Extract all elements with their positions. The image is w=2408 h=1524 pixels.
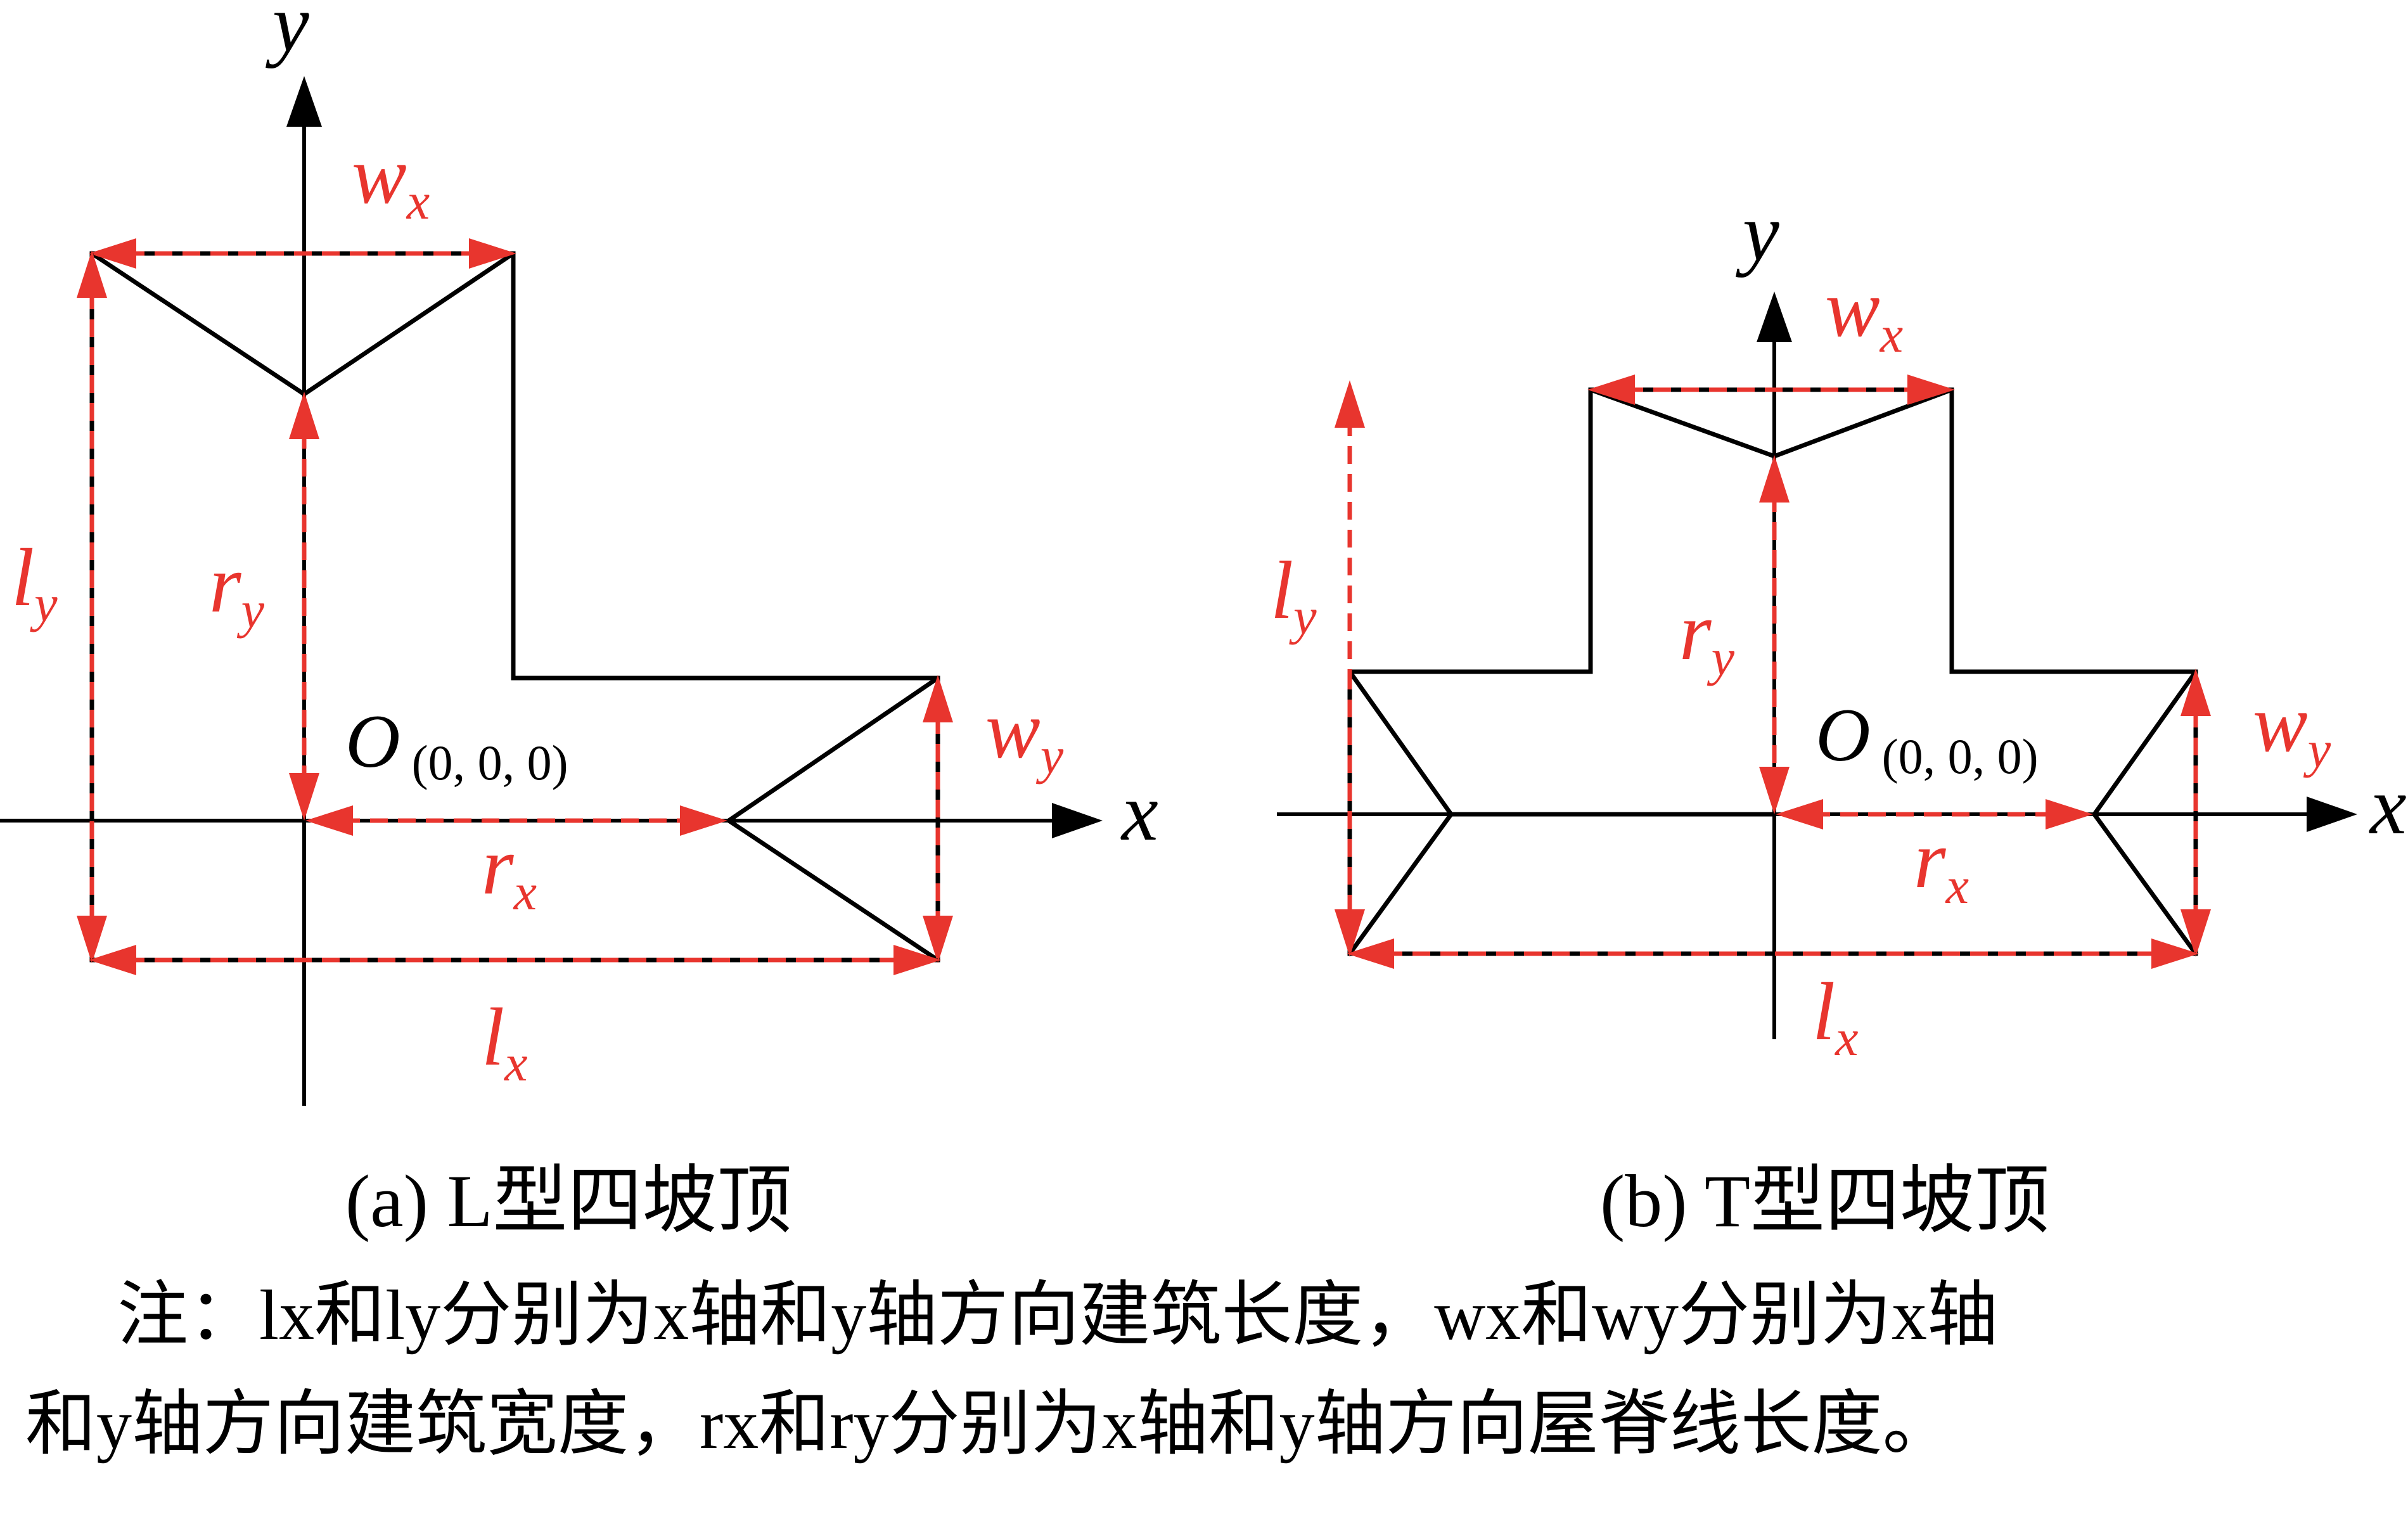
panel-a-x-axis-label: x (1120, 767, 1158, 858)
panel-a-rx-arrow-right (680, 805, 727, 836)
panel-a-rx-label: rx (482, 821, 537, 921)
panel-a-wy-arrow-bottom (923, 916, 953, 963)
panel-a-ry-label: ry (209, 539, 265, 639)
panel-a-ry-arrow-bottom (289, 773, 319, 821)
panel-a-wy-label: wy (985, 684, 1064, 784)
panel-b-wx-arrow-left (1587, 375, 1635, 405)
panel-a-hip-lines-right (724, 676, 939, 962)
panel-b-rx-label: rx (1914, 814, 1969, 914)
panel-b-lx-label: lx (1812, 966, 1859, 1066)
panel-b-origin-label: O(0, 0, 0) (1816, 693, 2039, 784)
panel-b: y x (1271, 187, 2407, 1243)
panel-b-x-axis-label: x (2369, 760, 2407, 852)
panel-a-caption: (a) L型四坡顶 (345, 1160, 792, 1243)
panel-b-wy-arrow-top (2181, 669, 2211, 716)
figure-note: 注：lx和ly分别为x轴和y轴方向建筑长度，wx和wy分别为x轴 和y轴方向建筑… (25, 1261, 2383, 1479)
panel-a-ly-arrow-bottom (77, 916, 107, 963)
panel-a-y-axis-label: y (266, 0, 309, 69)
figure-note-line-2: 和y轴方向建筑宽度，rx和ry分别为x轴和y轴方向屋脊线长度。 (25, 1385, 1954, 1464)
panel-b-ly-arrow-bottom (1335, 909, 1365, 957)
panel-a-lx-arrow-right (893, 945, 941, 975)
panel-b-ly-label: ly (1271, 545, 1317, 645)
panel-b-rx-arrow-left (1776, 799, 1823, 829)
panel-a-ly-arrow-top (77, 250, 107, 298)
panel-a-ry-arrow-top (289, 392, 319, 439)
panel-b-wx-arrow-right (1907, 375, 1955, 405)
panel-a-rx-arrow-left (305, 805, 353, 836)
panel-b-rx-arrow-right (2046, 799, 2093, 829)
panel-b-lx-arrow-right (2151, 938, 2199, 969)
figure-note-line-1: 注：lx和ly分别为x轴和y轴方向建筑长度，wx和wy分别为x轴 (117, 1276, 1998, 1355)
panel-a-wy-arrow-top (923, 675, 953, 722)
panel-b-hip-lines-top (1589, 387, 1953, 459)
panel-a-ly-label: ly (11, 532, 58, 632)
panel-a-wx-arrow-left (89, 238, 136, 269)
panel-a-origin-label: O(0, 0, 0) (345, 699, 568, 790)
panel-b-ry-arrow-top (1759, 455, 1790, 503)
panel-b-wy-arrow-bottom (2181, 909, 2211, 957)
panel-b-ry-arrow-bottom (1759, 767, 1790, 814)
panel-a-lx-label: lx (482, 992, 528, 1092)
panel-a: y x wx (0, 0, 1158, 1243)
panel-a-x-arrowhead (1052, 803, 1103, 838)
panel-a-wx-label: wx (352, 130, 430, 230)
panel-b-y-axis-label: y (1736, 187, 1779, 278)
panel-a-lx-arrow-left (89, 945, 136, 975)
panel-b-ry-label: ry (1679, 586, 1735, 686)
panel-b-y-arrowhead (1757, 291, 1792, 342)
panel-b-wy-label: wy (2253, 678, 2331, 778)
panel-b-lx-arrow-left (1347, 938, 1394, 969)
panel-b-hip-lines-right (2091, 670, 2198, 956)
panel-b-caption: (b) T型四坡顶 (1600, 1160, 2049, 1243)
panel-b-wx-label: wx (1825, 263, 1903, 363)
panel-b-ly-arrow-top (1335, 380, 1365, 428)
panel-a-wx-arrow-right (469, 238, 516, 269)
panel-a-y-arrowhead (286, 76, 322, 127)
panel-b-x-arrowhead (2307, 797, 2357, 832)
